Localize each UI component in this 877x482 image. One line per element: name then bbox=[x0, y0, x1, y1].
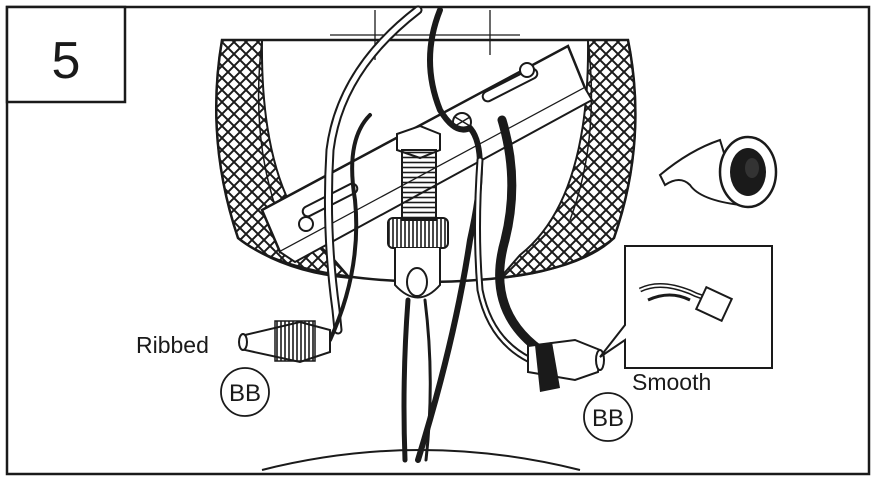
fixture-body-top bbox=[261, 449, 581, 471]
ground-wire bbox=[415, 7, 483, 463]
part-callout-right: BB bbox=[583, 392, 633, 442]
canopy-hatch-right bbox=[497, 39, 637, 280]
stem-wire-b bbox=[423, 298, 432, 462]
part-label-right: BB bbox=[592, 405, 624, 432]
fixture-wires bbox=[323, 5, 545, 463]
supply-wire-black bbox=[328, 113, 372, 342]
stem-wire-a bbox=[401, 297, 411, 463]
label-smooth: Smooth bbox=[632, 369, 711, 395]
twisted-wires-detail-icon bbox=[599, 245, 773, 369]
part-label-left: BB bbox=[229, 380, 261, 407]
bracket-screw-right bbox=[519, 62, 535, 78]
tape-wrap bbox=[535, 342, 560, 392]
step-number-box bbox=[5, 5, 127, 104]
fixture-wire-black bbox=[495, 115, 545, 355]
label-ribbed: Ribbed bbox=[136, 332, 209, 358]
electrical-tape-icon bbox=[658, 135, 778, 209]
step-number: 5 bbox=[52, 32, 81, 90]
threaded-nipple bbox=[387, 124, 449, 299]
canopy-hatch-left bbox=[215, 39, 353, 280]
wire-nut-ribbed bbox=[238, 320, 331, 364]
part-callout-left: BB bbox=[220, 367, 270, 417]
wire-nut-smooth bbox=[527, 338, 605, 392]
bracket-screw-left bbox=[298, 216, 314, 232]
